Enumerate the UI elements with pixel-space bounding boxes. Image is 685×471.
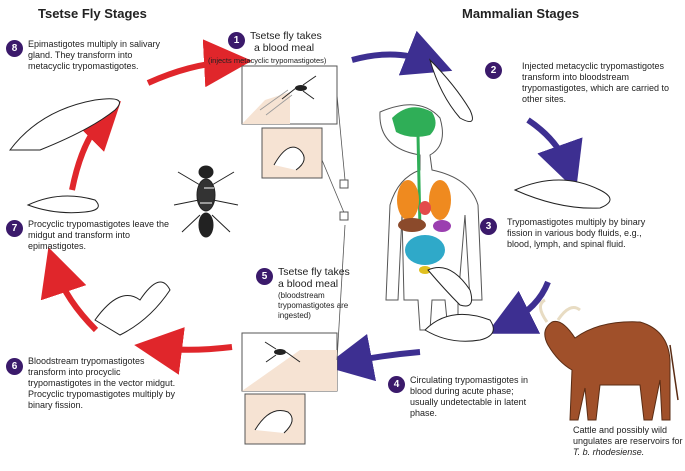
step-5-line1: Tsetse fly takes xyxy=(278,266,350,278)
step-badge-4: 4 xyxy=(388,376,405,393)
liver xyxy=(398,218,426,232)
metacyclic-2 xyxy=(428,58,473,123)
inset-feeding-5 xyxy=(241,332,338,392)
step-1-line2: a blood meal xyxy=(254,42,315,54)
trypanosome-sketches xyxy=(8,58,611,342)
arrow-1-to-2 xyxy=(351,30,453,76)
tsetse-fly xyxy=(173,165,239,238)
epimastigote-8 xyxy=(8,98,120,151)
procyclic-7 xyxy=(26,195,99,214)
step-badge-8: 8 xyxy=(6,40,23,57)
step-1-line1: Tsetse fly takes xyxy=(250,30,322,42)
heart xyxy=(419,201,431,215)
inset-trypanosome-1 xyxy=(261,127,323,179)
arrow-7-to-8 xyxy=(69,101,121,191)
arrow-8-to-1 xyxy=(146,39,252,88)
step-1-note: (injects metacyclic trypomastigotes) xyxy=(208,56,327,65)
cattle-illustration xyxy=(539,298,679,421)
fly-stage-arrows xyxy=(40,39,252,375)
step-8-text: Epimastigotes multiply in salivary gland… xyxy=(28,39,161,71)
bloodstream-4b xyxy=(424,313,494,342)
human-body xyxy=(379,104,483,331)
step-4-text: Circulating trypomastigotes in blood dur… xyxy=(410,375,529,418)
mammal-stage-arrows xyxy=(324,30,583,382)
reservoir-species: T. b. rhodesiense. xyxy=(573,447,645,457)
bloodstream-4a xyxy=(427,267,473,307)
lung-right xyxy=(429,180,451,220)
bladder xyxy=(419,266,431,274)
step-5-line2: a blood meal xyxy=(278,278,339,290)
step-badge-1: 1 xyxy=(228,32,245,49)
step-1-text: Tsetse fly takes a blood meal xyxy=(250,30,360,54)
inset-feeding-1 xyxy=(241,65,338,125)
step-badge-5: 5 xyxy=(256,268,273,285)
brain xyxy=(392,107,436,137)
step-3-text: Trypomastigotes multiply by binary fissi… xyxy=(507,217,646,249)
arrow-6-to-7 xyxy=(40,247,99,333)
lung-left xyxy=(397,180,419,220)
step-2-text: Injected metacyclic trypomastigotes tran… xyxy=(522,61,670,104)
intestines xyxy=(405,235,445,265)
header-mammalian-stages: Mammalian Stages xyxy=(462,6,580,21)
step-5-note: (bloodstream trypomastigotes are ingeste… xyxy=(278,291,349,320)
arrow-4-to-5 xyxy=(324,333,421,382)
arrow-3-to-4 xyxy=(486,280,551,334)
bloodstream-3 xyxy=(513,179,611,209)
stomach xyxy=(433,220,451,232)
reservoir-note: Cattle and possibly wild ungulates are r… xyxy=(573,425,683,458)
reservoir-text: Cattle and possibly wild ungulates are r… xyxy=(573,425,683,446)
step-7-text: Procyclic trypomastigotes leave the midg… xyxy=(28,219,170,251)
step-badge-7: 7 xyxy=(6,220,23,237)
spinal-cord xyxy=(416,134,422,231)
step-5-text: Tsetse fly takes a blood meal (bloodstre… xyxy=(278,266,378,321)
header-tsetse-stages: Tsetse Fly Stages xyxy=(38,6,147,21)
step-badge-6: 6 xyxy=(6,358,23,375)
arrow-2-to-3 xyxy=(526,117,583,191)
inset-trypanosome-5 xyxy=(244,393,306,445)
step-badge-2: 2 xyxy=(485,62,502,79)
procyclic-6 xyxy=(94,281,171,336)
step-6-text: Bloodstream trypomastigotes transform in… xyxy=(28,356,176,410)
arrow-5-to-6 xyxy=(134,327,233,375)
step-badge-3: 3 xyxy=(480,218,497,235)
